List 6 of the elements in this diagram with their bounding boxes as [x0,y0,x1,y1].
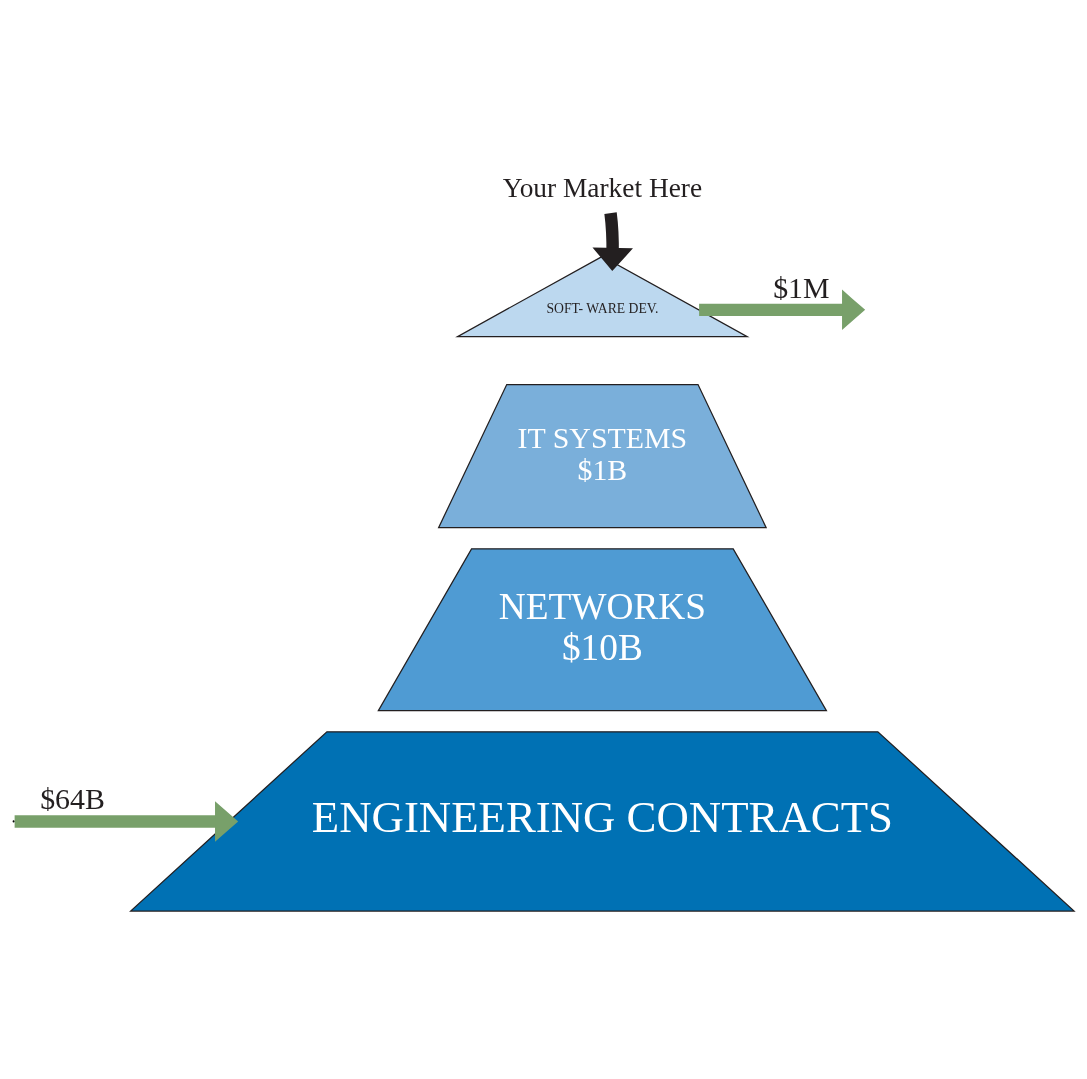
arrow [592,212,633,272]
node-text: Your Market Here [502,173,703,204]
arrow [699,289,866,331]
edge-label: $1M [773,270,830,304]
edge-label: $64B [40,782,105,816]
arrow [14,801,239,842]
